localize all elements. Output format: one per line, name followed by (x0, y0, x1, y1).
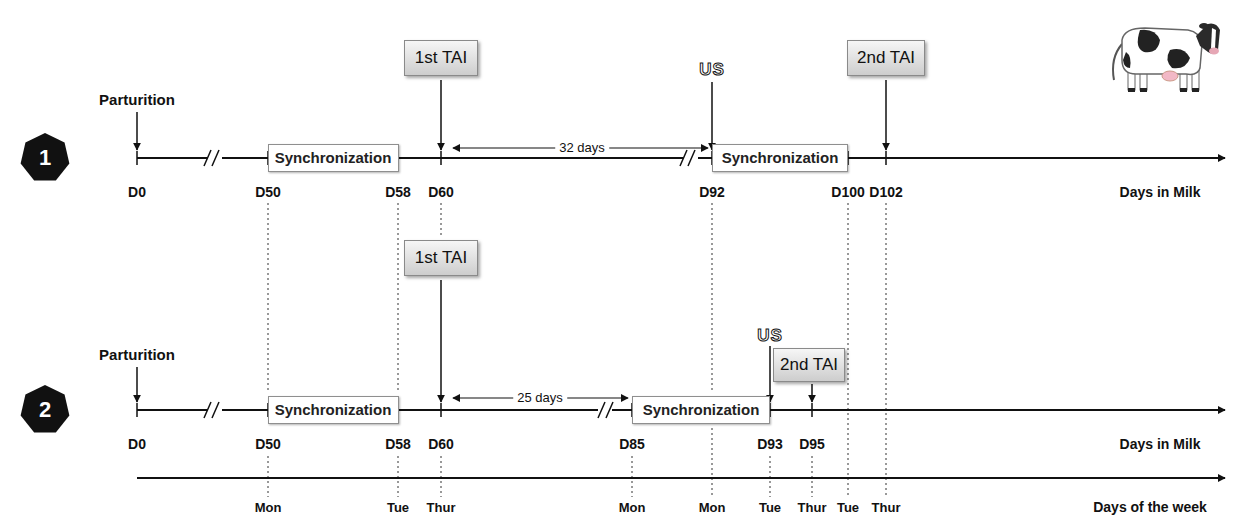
axis-label: Days in Milk (1120, 185, 1201, 200)
day-label: D102 (869, 185, 902, 200)
node-text: Synchronization (275, 402, 392, 419)
weekday-label: Tue (837, 501, 859, 515)
node-text: 2nd TAI (857, 49, 915, 68)
cow-patch (1138, 30, 1160, 53)
cow-tail (1113, 44, 1122, 80)
tai-box: 1st TAI (404, 40, 478, 76)
day-label: D60 (428, 437, 454, 452)
node-text: 1st TAI (415, 249, 467, 268)
weekday-label: Mon (699, 501, 726, 515)
node-text: 1 (39, 146, 51, 170)
node-text: 2 (39, 398, 51, 422)
day-label: D0 (128, 185, 146, 200)
day-label: D0 (128, 437, 146, 452)
tai-box: 1st TAI (404, 240, 478, 276)
cow-ear (1199, 23, 1209, 29)
day-label: D85 (619, 437, 645, 452)
day-label: D58 (385, 437, 411, 452)
cow-blaze (1211, 28, 1216, 48)
cow-body (1122, 28, 1202, 74)
tai-box: 2nd TAI (847, 40, 925, 76)
day-label: D92 (699, 185, 725, 200)
event-label: Parturition (99, 92, 175, 109)
cow-patch (1167, 49, 1190, 68)
event-label: US (757, 327, 783, 346)
cow-patch (1123, 52, 1131, 68)
day-label: D100 (831, 185, 864, 200)
sync-box: Synchronization (268, 396, 399, 424)
weekday-label: Thur (427, 501, 456, 515)
cow-illustration (1113, 23, 1220, 92)
node-text: 1st TAI (415, 49, 467, 68)
event-label: US (699, 61, 725, 80)
day-label: D50 (255, 185, 281, 200)
weekday-axis (137, 477, 1225, 479)
weekday-label: Tue (759, 501, 781, 515)
day-label: D95 (799, 437, 825, 452)
axis-break (204, 150, 695, 166)
day-label: D50 (255, 437, 281, 452)
event-arrow (440, 280, 442, 402)
heptagon-outline (21, 133, 70, 181)
row-badge: 2 (19, 384, 71, 436)
dotted-guide (268, 203, 886, 497)
weekday-label: Mon (255, 501, 282, 515)
heptagon-outline (21, 385, 70, 433)
cow-hoof (1128, 88, 1199, 92)
weekday-label: Mon (619, 501, 646, 515)
sync-box: Synchronization (268, 144, 399, 172)
row-badge: 1 (19, 132, 71, 184)
event-arrow (136, 112, 138, 150)
event-arrow (885, 80, 887, 150)
event-label: Parturition (99, 347, 175, 364)
axis-label: Days of the week (1093, 500, 1207, 515)
weekday-label: Thur (798, 501, 827, 515)
event-arrow (811, 384, 813, 402)
weekday-label: Thur (872, 501, 901, 515)
sync-box: Synchronization (632, 396, 770, 424)
event-arrow (711, 82, 713, 150)
axis-label: Days in Milk (1120, 437, 1201, 452)
day-label: D58 (385, 185, 411, 200)
tai-box: 2nd TAI (773, 348, 845, 382)
weekday-label: Tue (387, 501, 409, 515)
node-text: Synchronization (722, 150, 839, 167)
event-arrow (440, 80, 442, 150)
node-text: 2nd TAI (780, 356, 838, 375)
cow-head (1196, 24, 1220, 54)
node-text: Synchronization (643, 402, 760, 419)
event-arrow (136, 367, 138, 402)
day-label: D93 (757, 437, 783, 452)
cow-udder (1162, 71, 1178, 81)
day-label: D60 (428, 185, 454, 200)
event-arrow (769, 346, 771, 402)
sync-box: Synchronization (712, 144, 848, 172)
cow-muzzle (1209, 48, 1219, 55)
interval-label: 25 days (513, 391, 567, 405)
interval-label: 32 days (555, 141, 609, 155)
node-text: Synchronization (275, 150, 392, 167)
